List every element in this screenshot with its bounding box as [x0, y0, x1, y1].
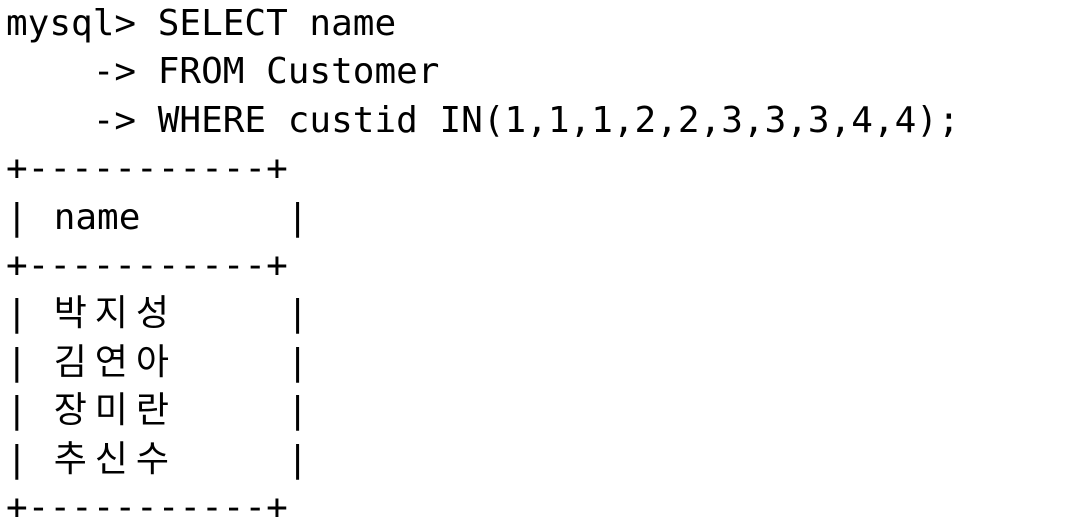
table-cell-name: 박지성 — [53, 293, 178, 335]
table-pipe-left: | — [6, 341, 28, 383]
sql-continuation-line-where: -> WHERE custid IN(1,1,1,2,2,3,3,3,4,4); — [6, 99, 960, 141]
table-cell-name: 김연아 — [53, 341, 178, 383]
table-pipe-left: | — [6, 196, 28, 238]
table-row: | 장미란 | — [6, 387, 1062, 435]
table-pipe-left: | — [6, 293, 28, 335]
table-pipe-right: | — [286, 390, 309, 432]
table-row: | 김연아 | — [6, 339, 1062, 387]
terminal-output: mysql> SELECT name -> FROM Customer -> W… — [6, 0, 1062, 528]
table-pipe-left: | — [6, 438, 28, 480]
column-header-name: name — [53, 196, 141, 238]
table-pipe-left: | — [6, 390, 28, 432]
table-pipe-right: | — [286, 341, 309, 383]
table-border-bottom: +-----------+ — [6, 486, 288, 528]
sql-prompt-line: mysql> SELECT name — [6, 3, 397, 44]
table-border-mid: +-----------+ — [6, 244, 288, 286]
table-row: | 박지성 | — [6, 290, 1062, 338]
table-pipe-right: | — [286, 196, 309, 238]
table-cell-name: 추신수 — [53, 438, 178, 480]
sql-continuation-line-from: -> FROM Customer — [6, 51, 440, 93]
table-pipe-right: | — [286, 438, 309, 480]
table-header-row: | name | — [6, 194, 1062, 242]
table-cell-name: 장미란 — [53, 390, 178, 432]
table-pipe-right: | — [286, 293, 309, 335]
table-border-top: +-----------+ — [6, 148, 288, 190]
table-row: | 추신수 | — [6, 436, 1062, 484]
